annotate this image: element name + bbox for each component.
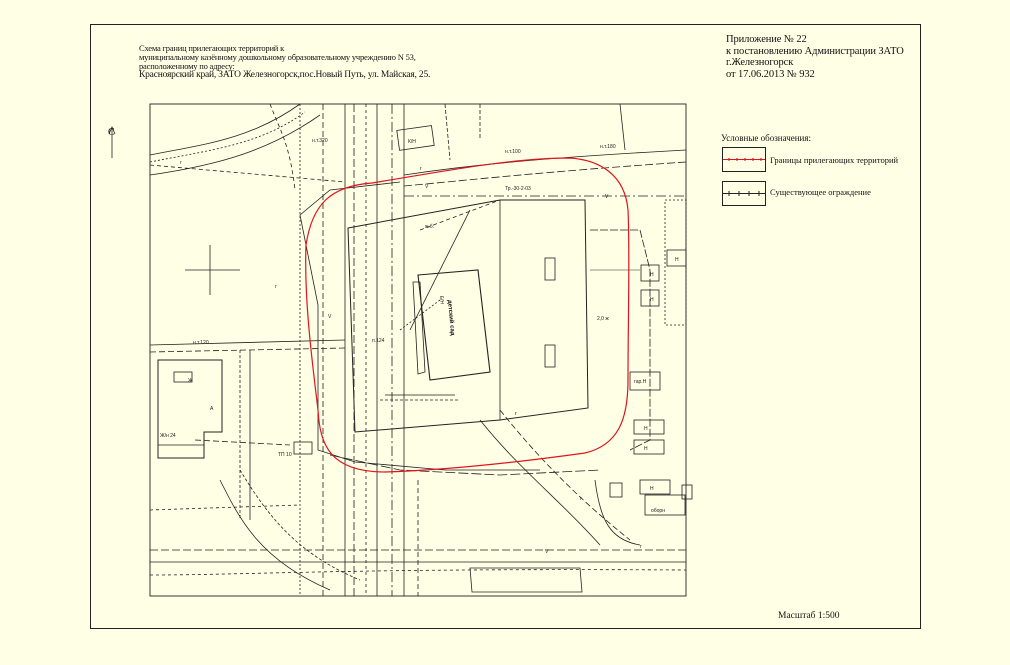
- plan-label: V: [328, 314, 332, 320]
- appendix-note: Приложение № 22 к постановлению Админист…: [726, 34, 904, 80]
- appendix-line: от 17.06.2013 № 932: [726, 68, 815, 80]
- plan-label: г: [580, 496, 582, 502]
- legend-fence-label: Существующее ограждение: [770, 187, 871, 197]
- plan-label: г: [515, 411, 517, 417]
- plan-label: V: [425, 184, 429, 190]
- plan-label: Ж/н 24: [160, 433, 176, 439]
- plan-label: н.т.180: [600, 144, 616, 150]
- plan-label: н.т.320: [312, 138, 328, 144]
- legend-fence-swatch: [722, 181, 766, 206]
- plan-label: А: [210, 406, 214, 412]
- plan-label: Тр.-30-2-03: [505, 186, 531, 192]
- plan-label: н.т.100: [505, 149, 521, 155]
- title-line: муниципальному казённому дошкольному обр…: [139, 52, 416, 62]
- title-line: Красноярский край, ЗАТО Железногорск,пос…: [139, 70, 431, 80]
- plan-label: гар.Н: [634, 379, 647, 385]
- appendix-line: г.Железногорск: [726, 57, 794, 68]
- plan-label: г: [275, 284, 277, 290]
- plan-label: Н: [644, 426, 648, 432]
- scale-label: Масштаб 1:500: [778, 611, 840, 621]
- plan-label: н.т.120: [193, 340, 209, 346]
- plan-label: г: [180, 160, 182, 166]
- appendix-line: Приложение № 22: [726, 34, 807, 45]
- plan-label: 2,0 ж: [597, 316, 609, 322]
- plan-label: Н: [650, 272, 654, 278]
- legend-boundary-swatch: [722, 147, 766, 172]
- drawing-frame: [90, 24, 921, 629]
- north-label: С: [108, 127, 115, 138]
- plan-label: Ж: [188, 378, 193, 384]
- plan-label: п.124: [372, 338, 385, 344]
- plan-label: ТП 10: [278, 452, 292, 458]
- scheme-title: Схема границ прилегающих территорий к му…: [139, 44, 430, 80]
- plan-label: Н: [644, 446, 648, 452]
- territory-boundary: [305, 157, 630, 473]
- plan-label: V: [605, 194, 609, 200]
- appendix-line: к постановлению Администрации ЗАТО: [726, 45, 904, 57]
- legend-title: Условные обозначения:: [721, 133, 812, 143]
- legend-boundary-label: Границы прилегающих территорий: [770, 155, 899, 165]
- plan-label: Н: [650, 486, 654, 492]
- plan-label: г: [640, 544, 642, 550]
- plan-label: ж.б.: [425, 224, 434, 230]
- building-block-label: Б/Н: [438, 296, 445, 305]
- plan-label: Н: [650, 297, 654, 303]
- plan-label: К/Н: [408, 139, 416, 145]
- plan-label: г: [420, 166, 422, 172]
- plan-label: оборн: [651, 508, 665, 514]
- title-line: расположенному по адресу:: [139, 61, 235, 71]
- title-line: Схема границ прилегающих территорий к: [139, 43, 285, 53]
- building-label: детский сад: [446, 300, 456, 337]
- plan-label: Н: [675, 257, 679, 263]
- plan-label: V: [545, 549, 549, 555]
